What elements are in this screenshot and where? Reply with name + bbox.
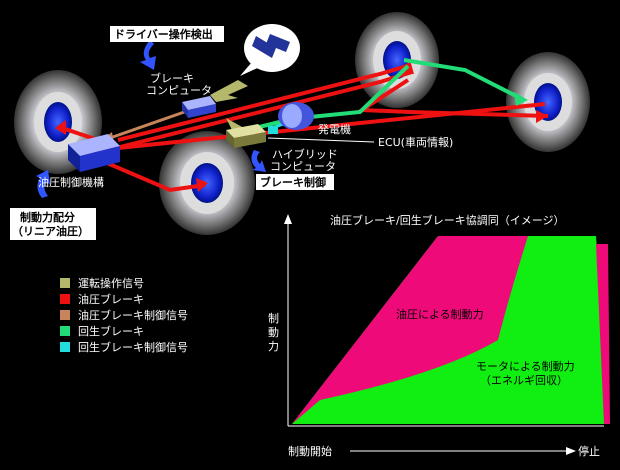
- legend-swatch-3: [60, 326, 70, 336]
- region-hydraulic-label: 油圧による制動力: [396, 307, 484, 321]
- hydraulic-control-signal: [109, 108, 191, 140]
- legend-label-3: 回生ブレーキ: [78, 324, 144, 338]
- svg-text:ドライバー操作検出: ドライバー操作検出: [114, 27, 213, 41]
- label-driver-detect: ドライバー操作検出: [110, 26, 224, 42]
- label-hybrid-computer-1: ハイブリッド: [272, 147, 338, 161]
- legend-swatch-0: [60, 278, 70, 288]
- generator-motor: [268, 102, 314, 134]
- driver-operation-signal: [210, 80, 248, 130]
- svg-text:（リニア油圧）: （リニア油圧）: [12, 224, 89, 238]
- cooperation-graph: 油圧ブレーキ/回生ブレーキ協調同（イメージ） 油圧による制動力 モータによる制動…: [268, 213, 610, 458]
- hybrid-computer-box: [226, 124, 266, 148]
- y-label-2: 力: [268, 340, 279, 353]
- x-end-label: 停止: [578, 444, 600, 458]
- y-label-1: 動: [268, 325, 279, 339]
- legend-swatch-4: [60, 342, 70, 352]
- svg-text:ブレーキ制御: ブレーキ制御: [260, 175, 326, 189]
- label-force-distribution: 制動力配分 （リニア油圧）: [10, 208, 96, 240]
- hydraulic-brake-lines: [61, 64, 549, 193]
- legend-label-1: 油圧ブレーキ: [78, 292, 144, 306]
- brake-computer-box: [182, 96, 216, 118]
- label-brake-control: ブレーキ制御: [256, 174, 334, 190]
- svg-text:制動力配分: 制動力配分: [20, 210, 75, 224]
- legend-label-4: 回生ブレーキ制御信号: [78, 340, 188, 354]
- legend: 運転操作信号 油圧ブレーキ 油圧ブレーキ制御信号 回生ブレーキ 回生ブレーキ制御…: [60, 276, 188, 354]
- label-brake-computer-1: ブレーキ: [150, 71, 194, 85]
- region-motor-label-1: モータによる制動力: [476, 359, 575, 373]
- wheel-front-right: [355, 12, 439, 108]
- label-hybrid-computer-2: コンピュータ: [270, 160, 336, 173]
- legend-swatch-2: [60, 310, 70, 320]
- x-time-arrow: [566, 447, 576, 455]
- region-motor-label-2: （エネルギ回収）: [480, 374, 568, 387]
- legend-label-2: 油圧ブレーキ制御信号: [78, 308, 188, 322]
- legend-swatch-1: [60, 294, 70, 304]
- label-brake-computer-2: コンピュータ: [146, 84, 212, 97]
- region-hydraulic-edge: [596, 244, 610, 424]
- region-hydraulic: [292, 236, 528, 424]
- label-hydraulic-mechanism: 油圧制御機構: [38, 175, 104, 189]
- regen-arrowhead: [514, 92, 528, 106]
- y-label-0: 制: [268, 312, 279, 325]
- legend-label-0: 運転操作信号: [78, 276, 144, 290]
- ecu-pointer: [267, 137, 375, 143]
- label-generator: 発電機: [318, 122, 351, 136]
- pedal-callout: [240, 24, 300, 76]
- y-axis-arrow: [284, 214, 292, 224]
- hydraulic-control-box: [68, 134, 120, 172]
- x-start-label: 制動開始: [288, 444, 332, 458]
- graph-title: 油圧ブレーキ/回生ブレーキ協調同（イメージ）: [330, 213, 565, 227]
- label-ecu: ECU(車両情報): [378, 135, 453, 149]
- guide-arrows: [36, 40, 266, 198]
